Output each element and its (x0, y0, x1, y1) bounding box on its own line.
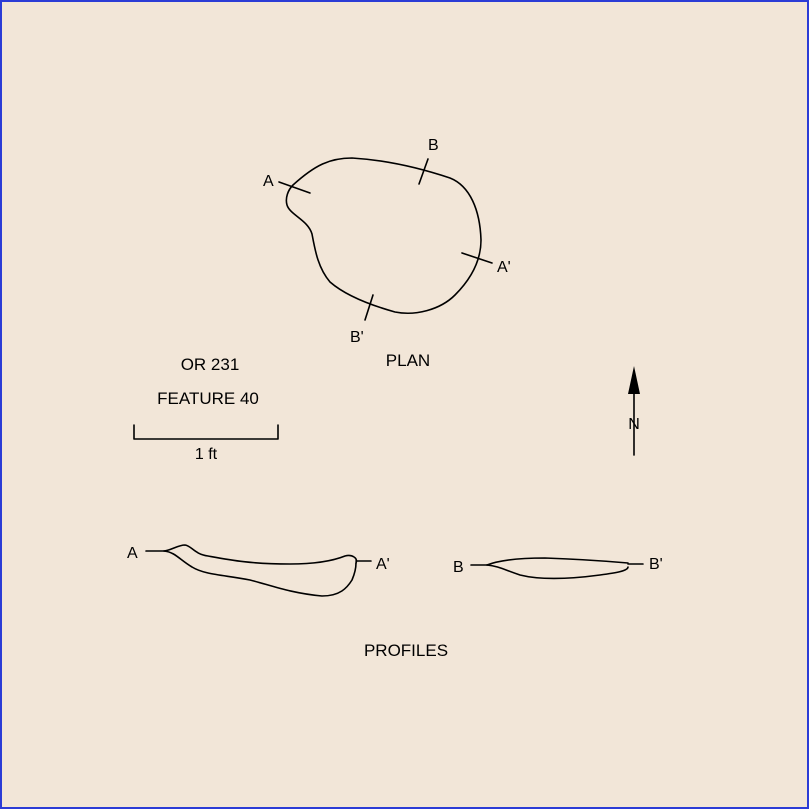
scale-bar: 1 ft (133, 424, 279, 463)
profile-a-bottom (163, 550, 357, 597)
plan-marker-b: B (428, 137, 439, 154)
north-label: N (628, 416, 640, 433)
plan-marker-a-prime: A' (497, 259, 511, 276)
section-tick-b-prime (364, 294, 374, 321)
plan-outline (285, 157, 482, 314)
section-tick-a-prime (461, 252, 493, 264)
north-arrow: N (628, 366, 640, 456)
profile-b-right-label: B' (649, 556, 663, 573)
profile-b-bottom (486, 564, 629, 580)
north-arrow-head (628, 366, 640, 394)
scale-bar-line (133, 424, 279, 440)
site-number: OR 231 (181, 355, 240, 374)
plan-view: A B A' B' PLAN (263, 137, 511, 370)
profile-a-right-label: A' (376, 556, 390, 573)
profile-a: A A' (127, 544, 390, 597)
plan-marker-a: A (263, 173, 274, 190)
profile-a-left-label: A (127, 545, 138, 562)
profile-b-left-label: B (453, 559, 464, 576)
section-tick-b (418, 158, 429, 185)
profile-b-top (486, 557, 629, 566)
section-tick-a (278, 181, 311, 194)
plan-marker-b-prime: B' (350, 329, 364, 346)
profiles-label: PROFILES (364, 641, 448, 660)
profile-a-top (163, 544, 358, 565)
profile-b: B B' (453, 556, 663, 580)
feature-number: FEATURE 40 (157, 389, 259, 408)
plan-label: PLAN (386, 351, 430, 370)
scale-bar-label: 1 ft (195, 446, 218, 463)
